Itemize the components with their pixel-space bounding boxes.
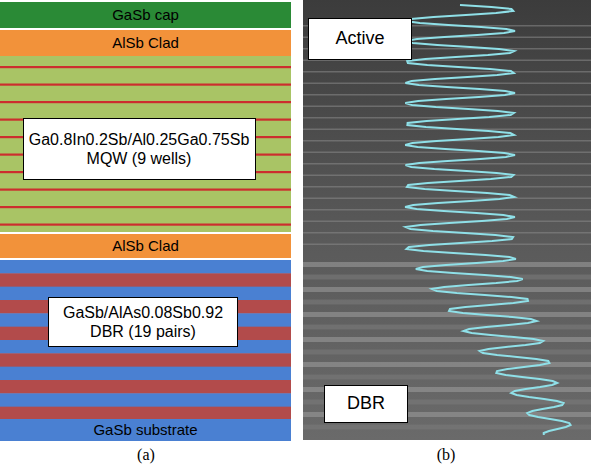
mqw-region	[0, 56, 291, 232]
dbr-stripe	[0, 260, 291, 274]
panel-label: (a)	[137, 446, 155, 464]
sem-layer	[303, 71, 591, 73]
label-box: DBR	[324, 385, 408, 423]
sem-dbr-layer	[303, 325, 591, 330]
clad-band: AlSb Clad	[0, 234, 291, 258]
clad-band: AlSb Clad	[0, 30, 291, 56]
dbr-stripe	[0, 380, 291, 394]
node-text: GaSb substrate	[93, 421, 197, 439]
layer-stack	[0, 56, 291, 421]
dbr-stripe	[0, 393, 291, 407]
well-line	[0, 206, 291, 208]
dbr-stripe	[0, 353, 291, 367]
node-text: AlSb Clad	[112, 237, 179, 255]
sem-layer	[303, 221, 591, 223]
node-text: Ga0.8In0.2Sb/Al0.25Ga0.75Sb	[29, 130, 250, 149]
well-line	[0, 84, 291, 86]
well-line	[0, 189, 291, 191]
node-text: DBR (19 pairs)	[90, 322, 196, 341]
optical-field-profile	[405, 5, 570, 435]
sem-dbr-layer	[303, 275, 591, 280]
label-box: Ga0.8In0.2Sb/Al0.25Ga0.75SbMQW (9 wells)	[23, 118, 256, 180]
sem-image	[303, 0, 591, 440]
well-line	[0, 224, 291, 226]
substrate-band: GaSb substrate	[0, 419, 291, 441]
label-box: Active	[308, 18, 412, 60]
panel-label: (b)	[437, 446, 456, 464]
sem-layer	[303, 117, 591, 119]
node-text: GaSb/AlAs0.08Sb0.92	[63, 303, 223, 322]
dbr-stripe	[0, 273, 291, 287]
sem-dbr-layer	[303, 337, 591, 342]
well-line	[0, 66, 291, 68]
sem-layer	[303, 175, 591, 177]
label-box: GaSb/AlAs0.08Sb0.92DBR (19 pairs)	[48, 297, 238, 347]
node-text: MQW (9 wells)	[87, 149, 192, 168]
sem-layer	[303, 94, 591, 96]
sem-layer	[303, 83, 591, 85]
sem-dbr-layer	[303, 375, 591, 380]
sem-dbr-layer	[303, 425, 591, 430]
node-text: DBR	[347, 393, 385, 415]
sem-dbr-layer	[303, 350, 591, 355]
sem-dbr-layer	[303, 300, 591, 305]
sem-layer	[303, 163, 591, 165]
sem-layer	[303, 186, 591, 188]
sem-layer	[303, 152, 591, 154]
dbr-stripe	[0, 367, 291, 381]
node-text: AlSb Clad	[112, 34, 179, 52]
well-line	[0, 101, 291, 103]
cap-band: GaSb cap	[0, 2, 291, 28]
node-text: GaSb cap	[112, 6, 179, 24]
node-text: Active	[335, 28, 384, 50]
sem-layer	[303, 198, 591, 200]
sem-dbr-layer	[303, 312, 591, 317]
